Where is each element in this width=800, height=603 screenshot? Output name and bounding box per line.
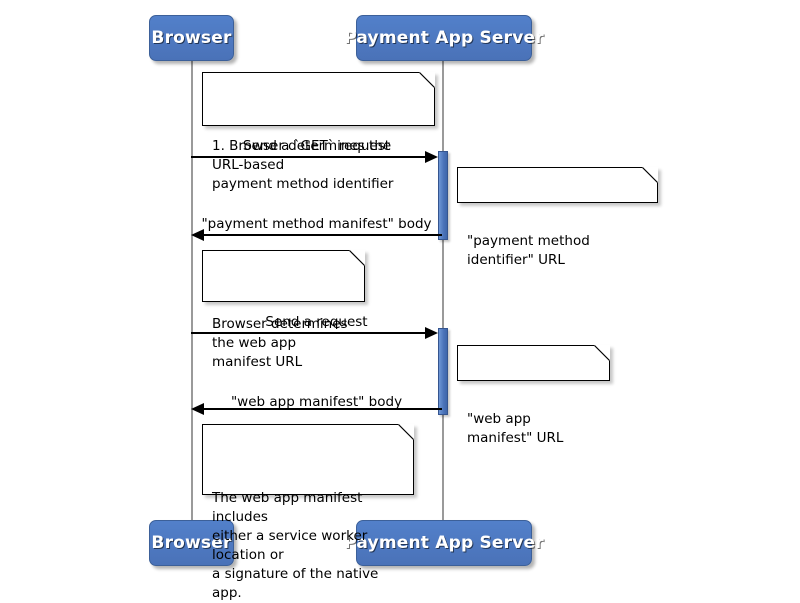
activation-bar-server-2	[438, 328, 448, 415]
lifeline-payment-app-server	[442, 61, 444, 520]
message-line-payment-method-manifest-body	[199, 234, 442, 236]
participant-payment-app-server-footer[interactable]: Payment App Server	[344, 520, 544, 566]
note-fold-line-icon	[594, 345, 610, 361]
message-label-send-get-request: Send a `GET` request	[242, 138, 391, 154]
note-fold-line-icon	[349, 250, 365, 266]
participant-browser-footer-label: Browser	[151, 533, 232, 553]
note-text: "payment method identifier" URL	[467, 233, 590, 268]
message-line-send-a-request	[191, 332, 434, 334]
note-text: "web app manifest" URL	[467, 411, 564, 446]
message-line-web-app-manifest-body	[199, 408, 442, 410]
participant-payment-app-server-header[interactable]: Payment App Server	[344, 15, 544, 61]
participant-browser-label: Browser	[151, 28, 232, 48]
message-label-web-app-manifest-body: "web app manifest" body	[230, 394, 403, 410]
lifeline-browser	[191, 61, 193, 520]
message-arrowhead-payment-method-manifest-body	[191, 229, 204, 241]
activation-bar-server-1	[438, 151, 448, 240]
note-text: 1. Browser determines the URL-based paym…	[212, 138, 394, 192]
participant-browser-header[interactable]: Browser	[149, 15, 234, 61]
note-text: The web app manifest includes either a s…	[212, 490, 379, 601]
participant-payment-app-server-label: Payment App Server	[344, 28, 544, 48]
note-browser-determines-web-app-manifest-url: Browser determines the web app manifest …	[202, 250, 365, 370]
note-web-app-manifest-includes: The web app manifest includes either a s…	[202, 424, 414, 601]
message-arrowhead-send-get-request	[425, 151, 438, 163]
note-browser-determines-identifier: 1. Browser determines the URL-based paym…	[202, 72, 435, 192]
sequence-diagram-canvas: Browser Payment App Server 1. Browser de…	[149, 15, 658, 601]
note-web-app-manifest-url: "web app manifest" URL	[457, 345, 610, 446]
message-arrowhead-web-app-manifest-body	[191, 403, 204, 415]
note-fold-line-icon	[419, 72, 435, 88]
message-label-send-a-request: Send a request	[265, 314, 368, 330]
participant-browser-footer[interactable]: Browser	[149, 520, 234, 566]
message-label-payment-method-manifest-body: "payment method manifest" body	[201, 216, 432, 232]
note-payment-method-identifier-url: "payment method identifier" URL	[457, 167, 658, 268]
participant-payment-app-server-footer-label: Payment App Server	[344, 533, 544, 553]
note-fold-line-icon	[642, 167, 658, 183]
note-fold-line-icon	[398, 424, 414, 440]
note-text: Browser determines the web app manifest …	[212, 316, 348, 370]
message-arrowhead-send-a-request	[425, 327, 438, 339]
message-line-send-get-request	[191, 156, 434, 158]
